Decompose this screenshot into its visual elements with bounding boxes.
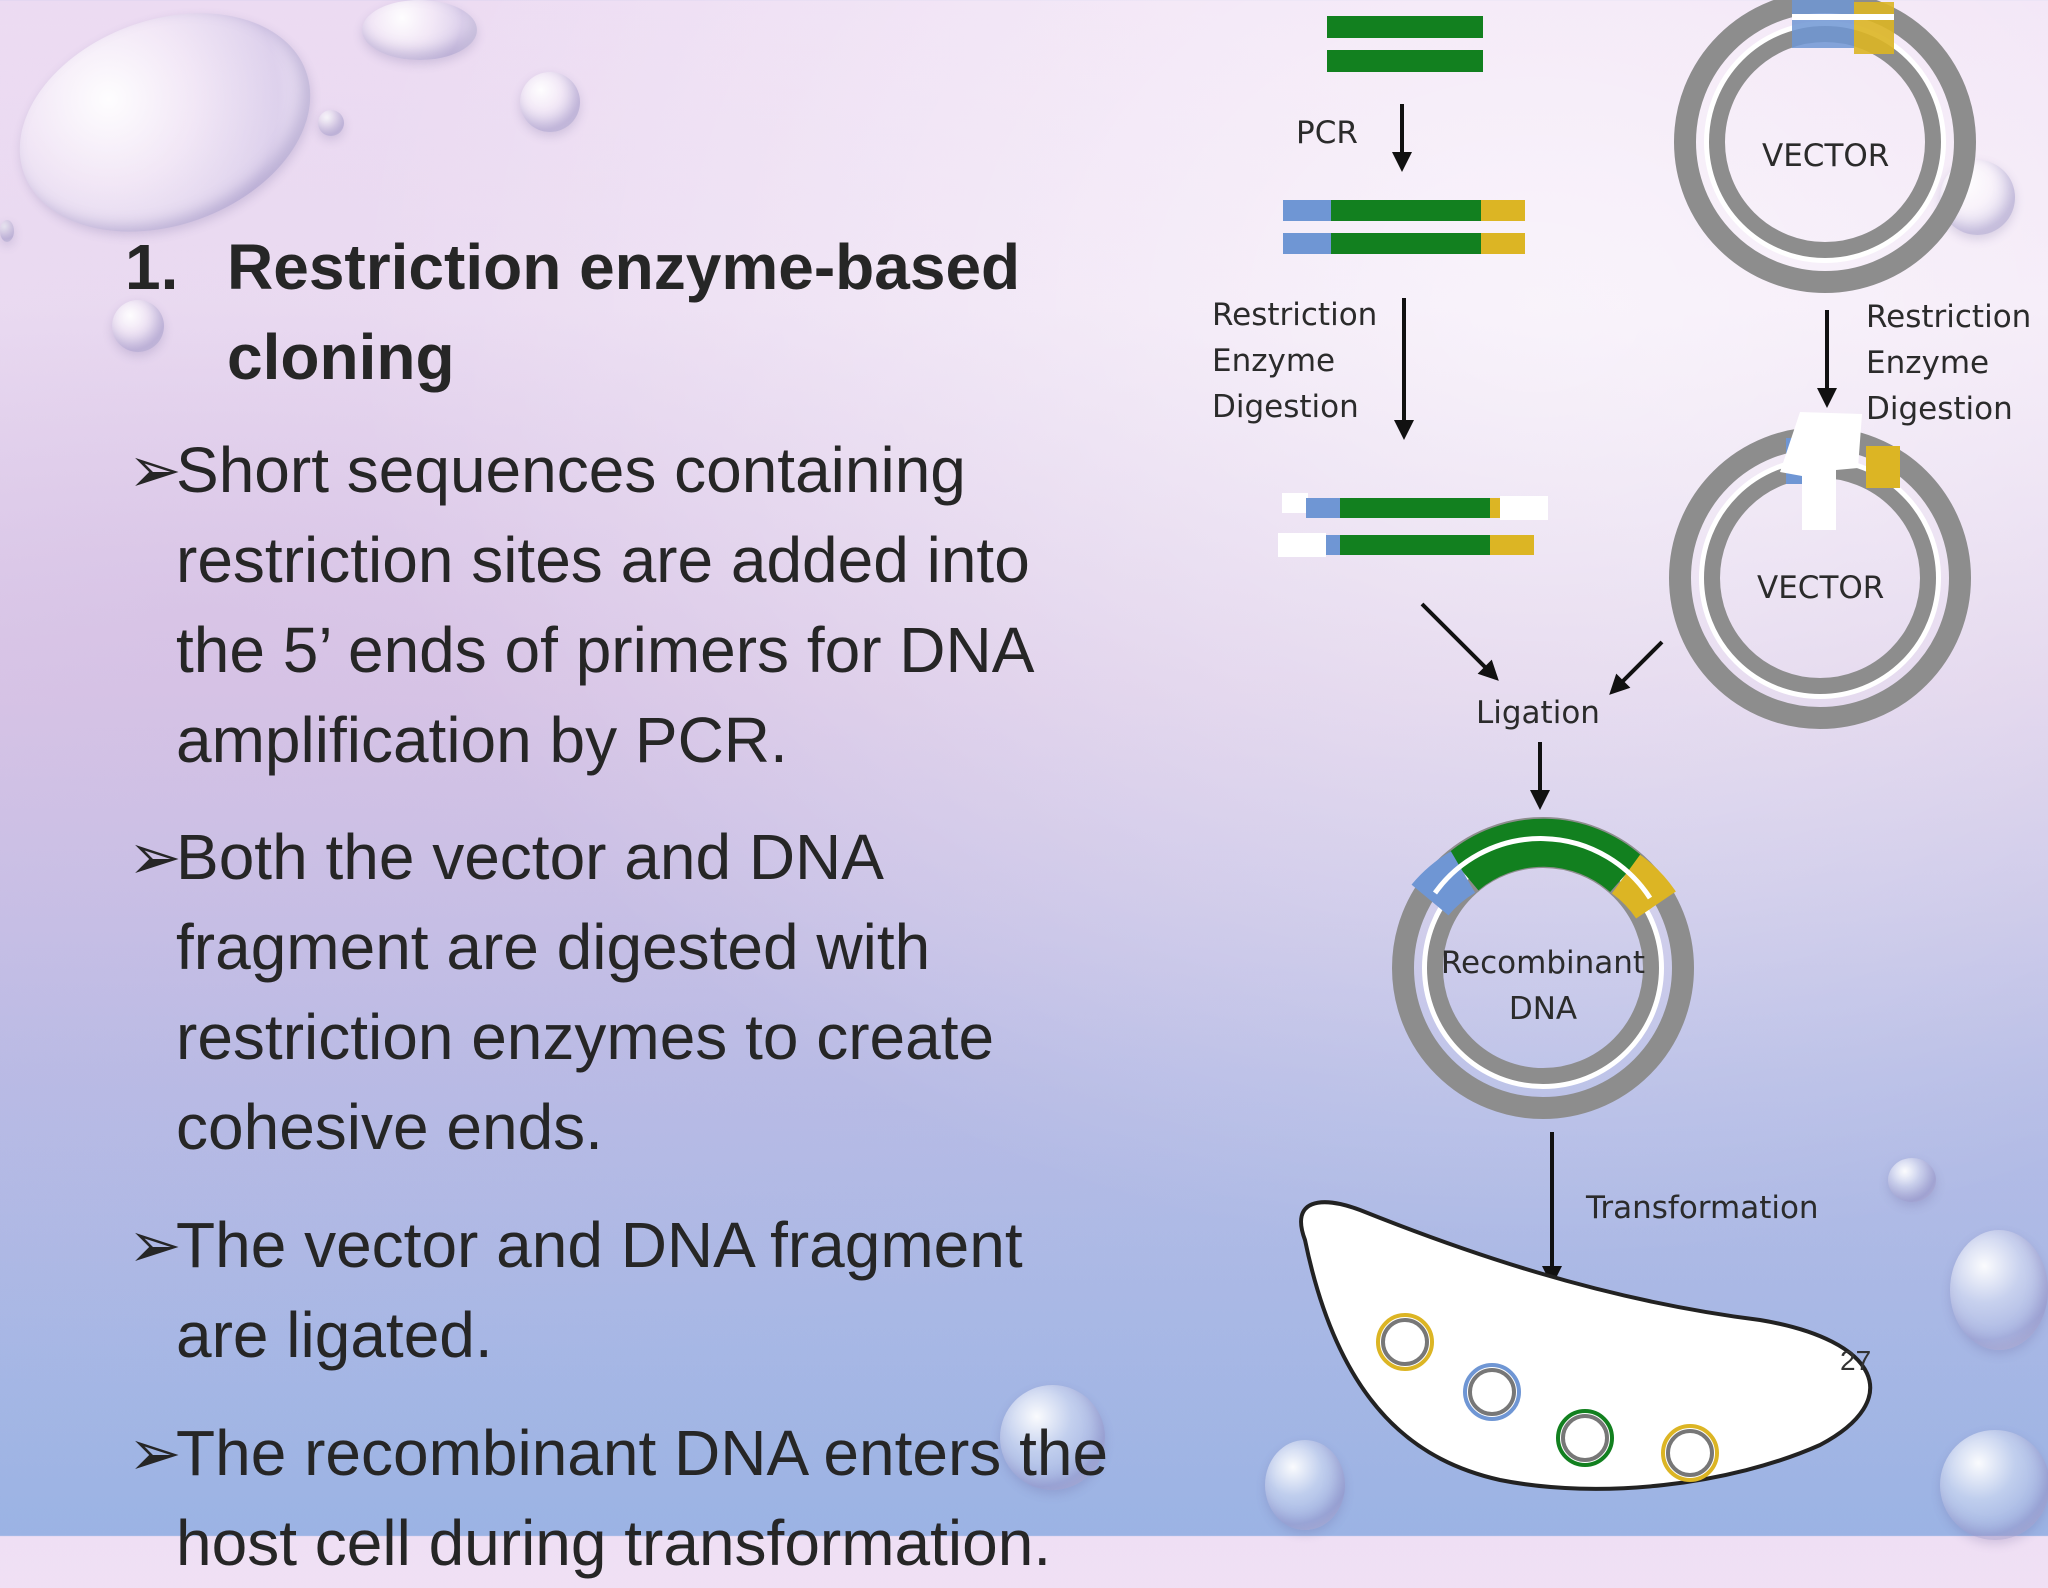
ligation-arrow-icon — [1420, 602, 1499, 681]
bullet-line: the 5’ ends of primers for DNA — [176, 614, 1035, 686]
ligation-arrow-icon — [1609, 640, 1664, 695]
bullet-line: are ligated. — [176, 1299, 493, 1371]
water-drop — [520, 72, 580, 132]
digestion-label-line: Digestion — [1212, 389, 1359, 425]
cut-vector-plasmid — [1669, 412, 1971, 729]
recombinant-label-line: Recombinant — [1440, 945, 1646, 981]
bullet-line: amplification by PCR. — [176, 704, 788, 776]
bullet-text: The recombinant DNA enters the host cell… — [176, 1408, 1206, 1588]
bullet-line: restriction enzymes to create — [176, 1001, 995, 1073]
transformation-label: Transformation — [1586, 1190, 1819, 1226]
ligation-label: Ligation — [1476, 695, 1600, 731]
bullet-line: The recombinant DNA enters the — [176, 1417, 1109, 1489]
cut-vector-label: VECTOR — [1757, 570, 1885, 606]
pcr-product — [1283, 200, 1525, 254]
page-number: 27 — [1840, 1345, 1872, 1376]
digestion-label-line: Digestion — [1866, 391, 2013, 427]
dna-fragment — [1327, 16, 1483, 72]
host-cell — [1299, 1200, 1873, 1491]
bullet-arrow-icon: ➢ — [128, 1209, 182, 1281]
plasmid-icon — [1463, 1363, 1521, 1421]
digestion-label-line: Restriction — [1866, 299, 2032, 335]
water-drop — [362, 0, 477, 60]
digestion-label-line: Restriction — [1212, 297, 1378, 333]
bullet-arrow-icon: ➢ — [128, 1417, 182, 1489]
vector-plasmid — [1674, 0, 1976, 293]
water-drop — [318, 110, 344, 136]
water-drop — [1940, 1430, 2048, 1540]
water-drop — [1265, 1440, 1345, 1530]
bullet-line: Both the vector and DNA — [176, 821, 884, 893]
vector-label: VECTOR — [1762, 138, 1890, 174]
water-drop — [112, 300, 164, 352]
digested-fragment — [1278, 493, 1548, 557]
slide-text-panel: 1. Restriction enzyme-based cloning ➢ Sh… — [125, 222, 1127, 1579]
bullet-text: Both the vector and DNA fragment are dig… — [176, 812, 1206, 1172]
heading-text: Restriction enzyme-based cloning — [227, 222, 1127, 402]
bullet-arrow-icon: ➢ — [128, 821, 182, 893]
bullet-arrow-icon: ➢ — [128, 434, 182, 506]
slide-background — [0, 0, 2048, 1536]
heading-number: 1. — [125, 231, 179, 303]
heading-line: Restriction enzyme-based — [227, 231, 1021, 303]
plasmid-icon — [1661, 1424, 1719, 1482]
left-digestion-label: Restriction Enzyme Digestion — [1212, 292, 1377, 430]
water-drop — [1888, 1158, 1936, 1202]
water-drop — [1950, 1230, 2048, 1350]
digestion-label-line: Enzyme — [1212, 343, 1336, 379]
right-digestion-label: Restriction Enzyme Digestion — [1866, 294, 2031, 432]
plasmid-icon — [1556, 1409, 1614, 1467]
bullet-line: fragment are digested with — [176, 911, 931, 983]
recombinant-label: Recombinant DNA — [1440, 940, 1646, 1032]
pcr-label: PCR — [1296, 115, 1358, 151]
bullet-text: The vector and DNA fragment are ligated. — [176, 1200, 1206, 1380]
heading-line: cloning — [227, 321, 455, 393]
recombinant-label-line: DNA — [1508, 991, 1578, 1027]
bullet-text: Short sequences containing restriction s… — [176, 425, 1206, 785]
recombinant-plasmid — [1392, 817, 1694, 1119]
digestion-label-line: Enzyme — [1866, 345, 1990, 381]
plasmid-icon — [1376, 1313, 1434, 1371]
bullet-line: host cell during transformation. — [176, 1507, 1052, 1579]
bullet-line: Short sequences containing — [176, 434, 966, 506]
water-drop — [0, 220, 14, 242]
cloning-diagram — [1278, 0, 1976, 1491]
bullet-line: The vector and DNA fragment — [176, 1209, 1023, 1281]
bullet-line: cohesive ends. — [176, 1091, 603, 1163]
bullet-line: restriction sites are added into — [176, 524, 1030, 596]
water-drop — [1000, 1385, 1105, 1490]
